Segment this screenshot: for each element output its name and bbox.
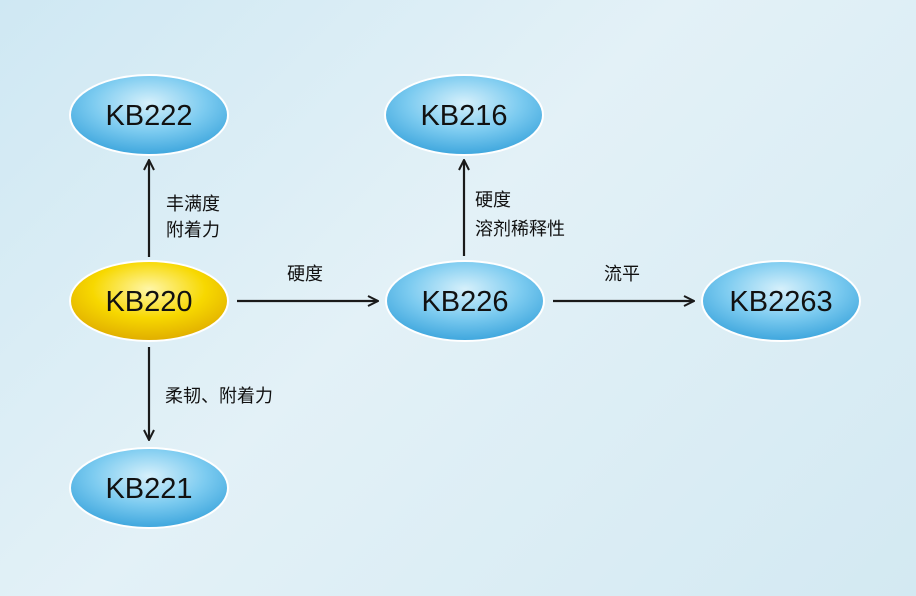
node-kb220[interactable]: KB220 [69, 260, 229, 342]
node-kb226[interactable]: KB226 [385, 260, 545, 342]
node-kb216-label: KB216 [420, 100, 507, 132]
node-kb2263-label: KB2263 [729, 286, 832, 318]
edge-label-kb222-line2: 附着力 [166, 220, 220, 241]
node-kb226-label: KB226 [421, 286, 508, 318]
node-kb221-label: KB221 [105, 473, 192, 505]
node-kb2263[interactable]: KB2263 [701, 260, 861, 342]
edge-label-kb221: 柔韧、附着力 [165, 386, 273, 407]
edge-label-kb216-line1: 硬度 [475, 190, 511, 211]
edge-label-kb226: 硬度 [287, 264, 323, 285]
node-kb222[interactable]: KB222 [69, 74, 229, 156]
node-kb216[interactable]: KB216 [384, 74, 544, 156]
node-kb220-label: KB220 [105, 286, 192, 318]
node-kb222-label: KB222 [105, 100, 192, 132]
edge-label-kb2263: 流平 [604, 264, 640, 285]
edge-label-kb216-line2: 溶剂稀释性 [475, 219, 565, 240]
node-kb221[interactable]: KB221 [69, 447, 229, 529]
edge-label-kb222-line1: 丰满度 [166, 194, 220, 215]
